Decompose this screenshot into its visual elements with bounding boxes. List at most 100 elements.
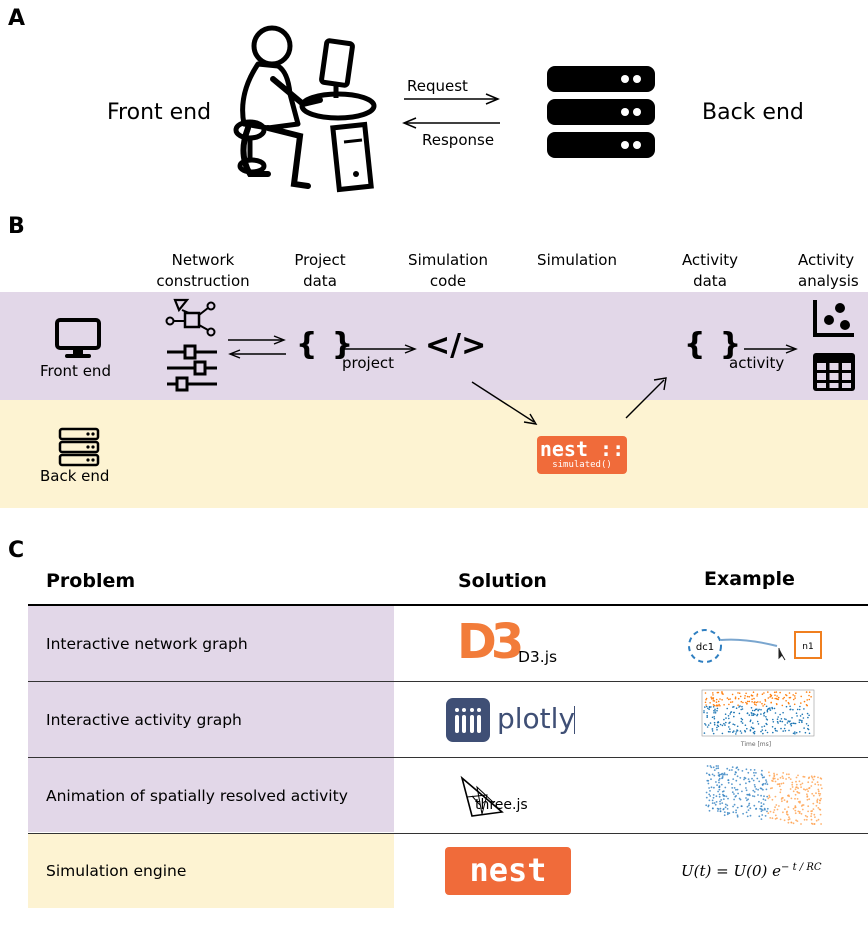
- spatial-dot: [781, 800, 783, 803]
- spatial-dot: [794, 809, 797, 812]
- raster-dot: [727, 715, 730, 717]
- spatial-dot: [712, 796, 715, 799]
- spatial-dot: [791, 781, 794, 784]
- spatial-dot: [731, 769, 733, 771]
- spatial-dot: [714, 803, 717, 806]
- raster-dot: [704, 706, 706, 708]
- raster-dot: [805, 691, 808, 693]
- spatial-dot: [717, 810, 719, 812]
- raster-dot: [738, 712, 741, 715]
- spatial-dot: [768, 796, 771, 798]
- raster-dot: [734, 696, 737, 698]
- spatial-dot: [807, 781, 810, 784]
- spatial-dot: [800, 805, 803, 807]
- spatial-dot: [718, 793, 721, 796]
- spatial-dot: [797, 774, 799, 777]
- raster-dot: [753, 709, 756, 712]
- spatial-dot: [735, 795, 737, 797]
- raster-dot: [753, 732, 756, 735]
- raster-dot: [716, 726, 718, 729]
- spatial-dot: [787, 821, 790, 824]
- spatial-dot: [751, 795, 754, 797]
- raster-dot: [739, 705, 741, 707]
- spatial-dot: [817, 790, 820, 793]
- spatial-dot: [768, 774, 771, 777]
- spatial-dot: [728, 769, 731, 771]
- spatial-dot: [797, 787, 799, 790]
- spatial-dot: [807, 805, 810, 808]
- header-example: Example: [704, 568, 795, 590]
- raster-dot: [794, 722, 797, 725]
- engine-row-background: [28, 834, 394, 908]
- spatial-dot: [722, 798, 725, 800]
- raster-dot: [733, 730, 735, 732]
- spatial-dot: [707, 804, 710, 807]
- spatial-dot: [709, 795, 712, 797]
- raster-dot: [706, 714, 708, 717]
- backend-band: [0, 400, 868, 508]
- raster-dot: [807, 724, 810, 727]
- spatial-dot: [719, 807, 722, 810]
- raster-dot: [788, 702, 790, 705]
- spatial-dot: [804, 789, 807, 791]
- raster-dot: [805, 723, 808, 725]
- spatial-dot: [724, 806, 727, 809]
- spatial-dot: [711, 799, 714, 802]
- spatial-dot: [724, 786, 727, 789]
- raster-dot: [789, 705, 791, 708]
- raster-dot: [770, 701, 772, 704]
- spatial-dot: [731, 787, 734, 789]
- spatial-dot: [794, 797, 796, 800]
- spatial-dot: [773, 775, 776, 778]
- spatial-dot: [782, 782, 785, 785]
- spatial-dot: [787, 806, 790, 808]
- spatial-dot: [766, 783, 769, 786]
- problem-rows-background: [28, 606, 394, 832]
- spatial-dot: [726, 804, 729, 807]
- raster-dot: [801, 713, 804, 716]
- raster-dot: [746, 695, 749, 698]
- spatial-dot: [748, 794, 751, 797]
- raster-dot: [707, 724, 710, 726]
- spatial-dot: [815, 792, 817, 795]
- spatial-dot: [718, 779, 720, 781]
- raster-dot: [735, 733, 737, 735]
- spatial-dot: [810, 818, 813, 821]
- raster-dot: [808, 694, 810, 697]
- raster-dot: [766, 710, 769, 713]
- spatial-dot: [736, 766, 739, 769]
- spatial-dot: [742, 812, 744, 815]
- raster-dot: [761, 726, 763, 728]
- raster-dot: [713, 723, 716, 726]
- spatial-dot: [715, 801, 718, 803]
- spatial-dot: [806, 788, 808, 791]
- raster-dot: [779, 713, 781, 716]
- spatial-dot: [753, 795, 756, 798]
- row-separator: [28, 833, 868, 834]
- spatial-dot: [739, 783, 741, 786]
- spatial-dot: [819, 799, 822, 802]
- spatial-dot: [766, 807, 769, 810]
- raster-dot: [763, 715, 765, 717]
- raster-dot: [716, 704, 718, 706]
- raster-dot: [805, 704, 808, 706]
- spatial-dot: [819, 813, 822, 816]
- raster-dot: [752, 722, 754, 724]
- response-arrow: [402, 117, 500, 129]
- raster-dot: [719, 723, 722, 726]
- network-graph-example: dc1 n1: [688, 629, 822, 663]
- spatial-dot: [726, 773, 728, 776]
- spatial-dot: [800, 823, 802, 825]
- raster-dot: [765, 718, 768, 720]
- raster-dot: [780, 718, 783, 720]
- spatial-dot: [773, 772, 775, 775]
- raster-dot: [794, 697, 796, 699]
- raster-dot: [760, 713, 762, 715]
- raster-dot: [777, 716, 779, 718]
- raster-dot: [716, 729, 718, 731]
- spatial-dot: [812, 808, 815, 810]
- raster-dot: [734, 697, 737, 700]
- raster-dot: [733, 706, 735, 708]
- spatial-dot: [736, 806, 739, 809]
